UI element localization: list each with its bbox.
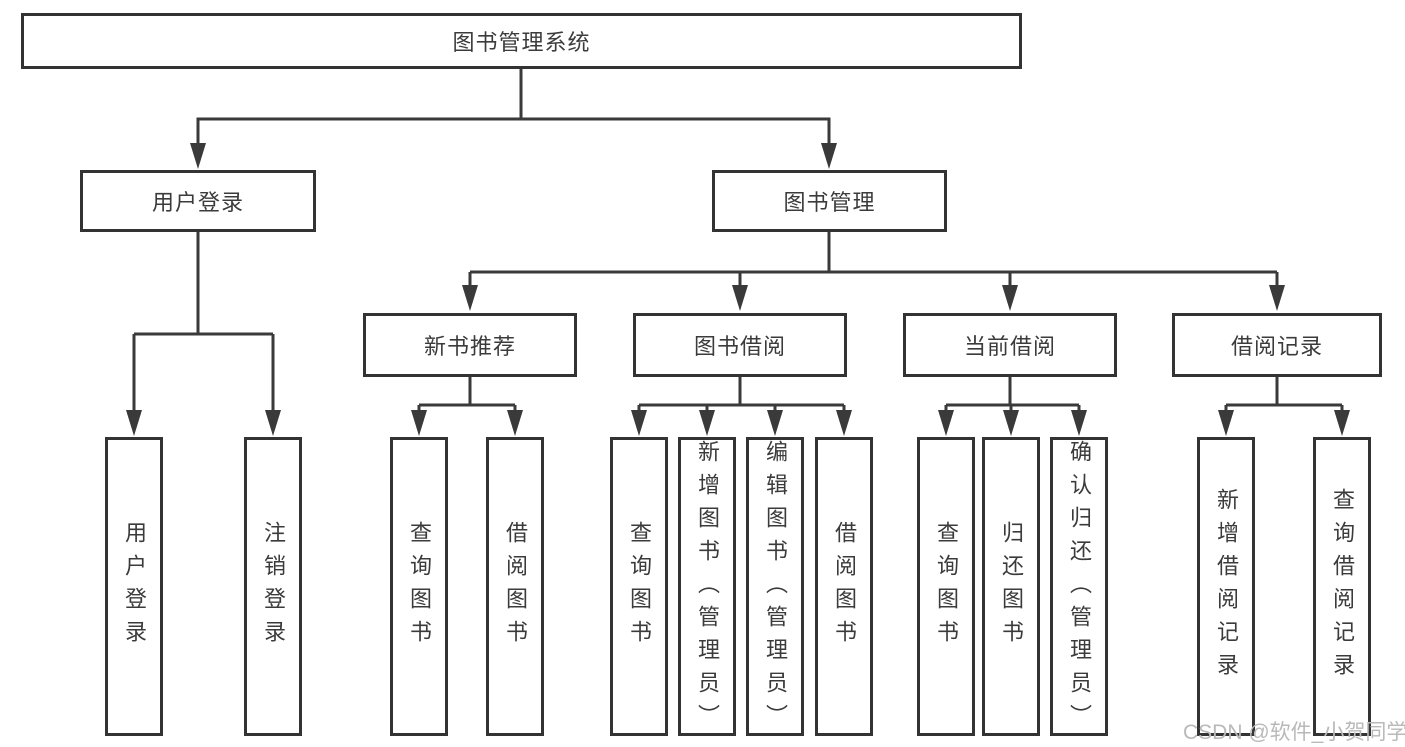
arrowhead-leaf-bb-add-books — [699, 410, 715, 436]
node-root-system: 图书管理系统 — [21, 13, 1022, 69]
connector-book-borrow-subtree — [637, 377, 846, 422]
arrowhead-leaf-bb-borrow-books — [836, 410, 852, 436]
node-borrow-record: 借阅记录 — [1172, 313, 1382, 377]
arrowhead-leaf-logout-login — [265, 410, 281, 436]
connector-level2-rail — [196, 117, 831, 152]
node-book-borrow: 图书借阅 — [633, 313, 847, 377]
node-new-book-recommend: 新书推荐 — [363, 313, 577, 377]
connector-user-login-subtree — [132, 232, 275, 422]
arrowhead-user-login — [190, 143, 206, 169]
arrowhead-current-borrow — [1002, 285, 1018, 311]
leaf-logout-login: 注销登录 — [244, 437, 302, 736]
connector-level3-rail — [468, 232, 1279, 298]
node-user-login: 用户登录 — [80, 170, 316, 232]
leaf-rec-query-books: 查询图书 — [390, 437, 448, 736]
arrowhead-leaf-cb-return-books — [1003, 410, 1019, 436]
leaf-cb-confirm-return-admin: 确认归还（管理员） — [1050, 437, 1108, 737]
node-current-borrow: 当前借阅 — [903, 313, 1117, 377]
arrowhead-leaf-cb-query-books — [938, 410, 954, 436]
leaf-bb-add-books-admin: 新增图书（管理员） — [678, 437, 736, 737]
connector-new-book-recommend-subtree — [417, 377, 517, 422]
arrowhead-leaf-bb-query-books — [631, 410, 647, 436]
leaf-cb-return-books: 归还图书 — [982, 437, 1040, 736]
arrowhead-new-book-recommend — [462, 285, 478, 311]
leaf-br-add-record: 新增借阅记录 — [1197, 437, 1255, 736]
arrowhead-leaf-br-query-record — [1334, 410, 1350, 436]
arrowhead-leaf-rec-borrow-books — [507, 410, 523, 436]
arrowhead-leaf-br-add-record — [1218, 410, 1234, 436]
leaf-br-query-record: 查询借阅记录 — [1313, 437, 1371, 736]
arrowhead-leaf-user-login — [126, 410, 142, 436]
leaf-user-login: 用户登录 — [105, 437, 163, 736]
leaf-cb-query-books: 查询图书 — [917, 437, 975, 736]
arrowhead-leaf-bb-edit-books — [767, 410, 783, 436]
leaf-rec-borrow-books: 借阅图书 — [486, 437, 544, 736]
leaf-bb-query-books: 查询图书 — [610, 437, 668, 736]
arrowheads — [126, 143, 1350, 436]
arrowhead-book-management — [821, 143, 837, 169]
node-book-management: 图书管理 — [712, 170, 947, 232]
arrowhead-book-borrow — [732, 285, 748, 311]
leaf-bb-edit-books-admin: 编辑图书（管理员） — [746, 437, 804, 737]
connector-borrow-record-subtree — [1224, 377, 1344, 422]
arrowhead-borrow-record — [1269, 285, 1285, 311]
arrowhead-leaf-cb-confirm-return — [1071, 410, 1087, 436]
watermark: CSDN @软件_小贺同学 — [1183, 721, 1405, 744]
leaf-bb-borrow-books: 借阅图书 — [815, 437, 873, 736]
arrowhead-leaf-rec-query-books — [411, 410, 427, 436]
